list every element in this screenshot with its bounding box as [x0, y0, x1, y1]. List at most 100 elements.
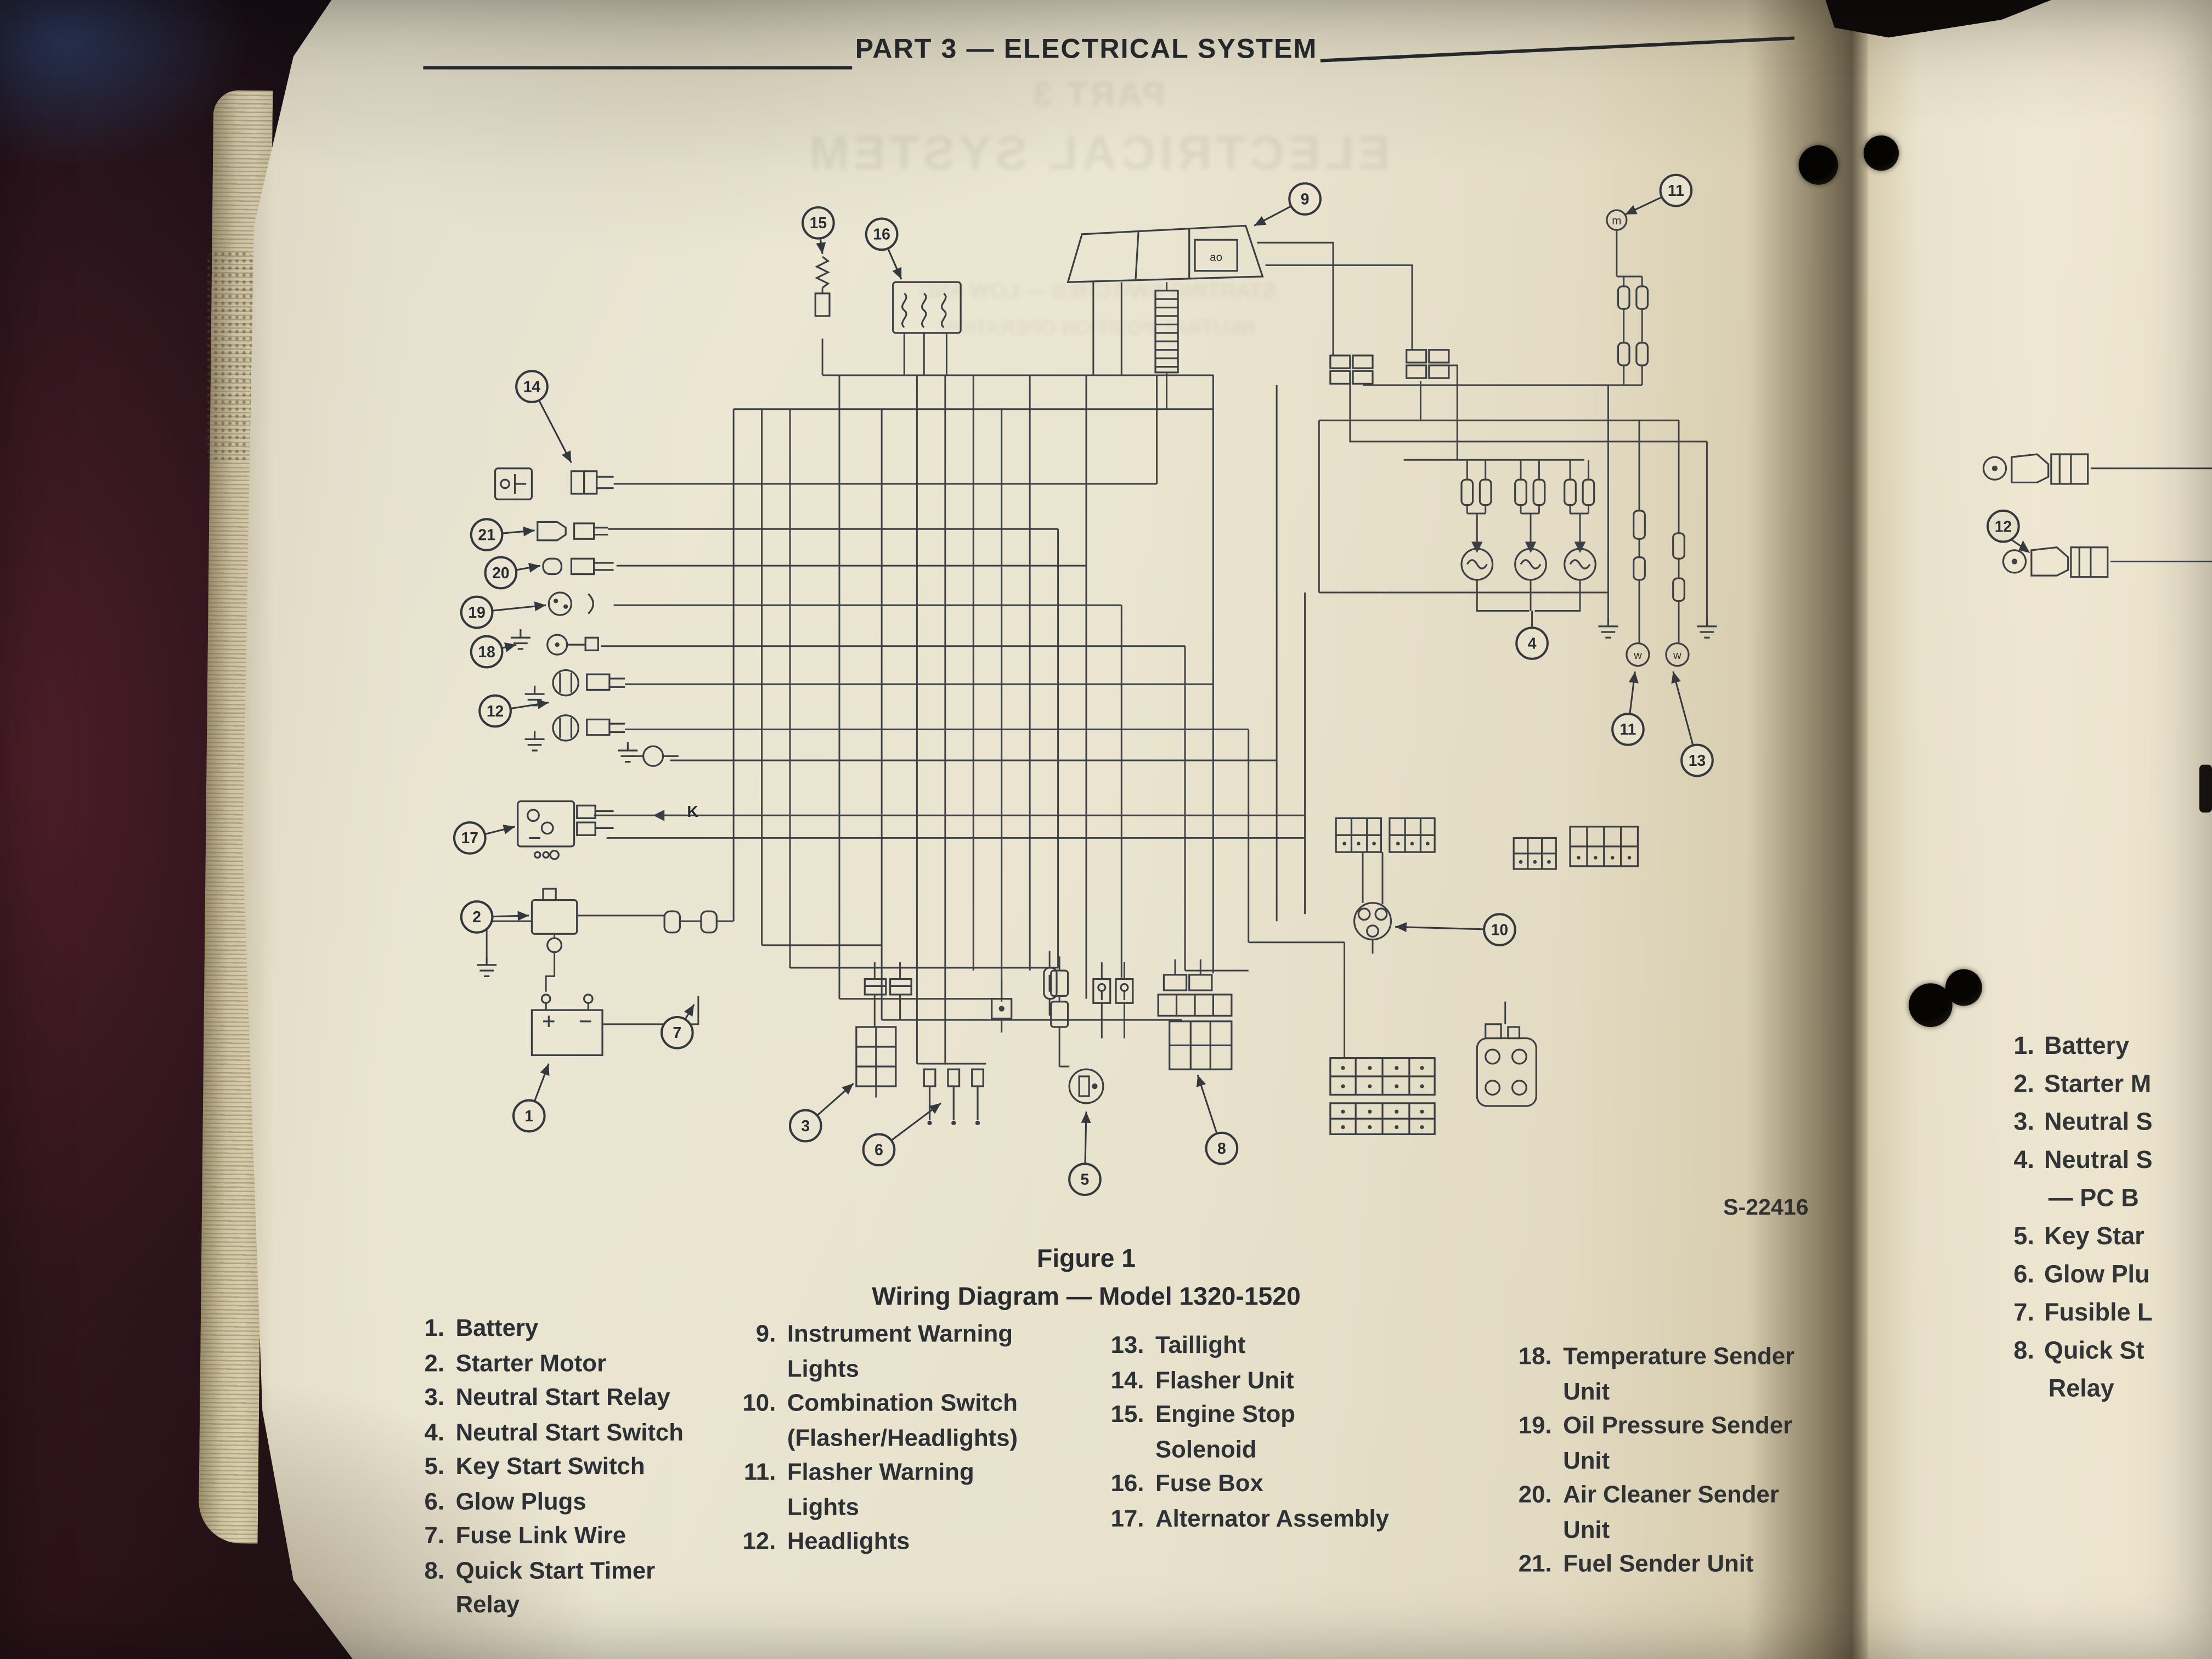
legend-item: 14.Flasher Unit [1110, 1366, 1294, 1393]
legend-item: 10.Combination Switch(Flasher/Headlights… [742, 1389, 1018, 1451]
callout-13-number: 13 [1689, 752, 1706, 769]
drawing-number: S-22416 [1723, 1196, 1809, 1221]
callout-14 [515, 370, 549, 403]
callout-21-number: 21 [478, 526, 495, 543]
callout-12-number: 12 [487, 702, 504, 720]
legend-item: 7.Fuse Link Wire [424, 1522, 627, 1549]
callout-12-number: 12 [1995, 517, 2012, 535]
legend-item: 5.Key Start Switch [424, 1453, 645, 1480]
legend-item: 17.Alternator Assembly [1110, 1504, 1389, 1532]
cluster-label: ao [1210, 251, 1222, 264]
components: ao m [477, 209, 1717, 1136]
right-page-list-item: 5.Key Star [2013, 1221, 2145, 1250]
m-label: m [1612, 215, 1621, 227]
callout-5 [1068, 1163, 1102, 1197]
callout-13 [1680, 743, 1714, 777]
callout-20-number: 20 [492, 564, 509, 582]
callout-1 [512, 1099, 546, 1133]
right-page-diagram-fragment: 12 [1982, 453, 2212, 578]
legend-item: 6.Glow Plugs [424, 1487, 586, 1515]
manual-right-page: 12 1.Battery 2.Starter M 3.Neutral S 4.Neut… [1850, 0, 2212, 1659]
callout-1-number: 1 [524, 1107, 533, 1125]
right-page-list: 1.Battery 2.Starter M 3.Neutral S 4.Neutral… [2000, 1027, 2212, 1408]
callout-12 [478, 694, 512, 728]
callout-7-number: 7 [673, 1024, 681, 1041]
callout-19-number: 19 [468, 603, 485, 621]
binder-hole [1798, 145, 1838, 185]
right-page-list-item: 8.Quick St [2013, 1336, 2145, 1364]
right-page-shading [1850, 0, 2212, 1659]
callout-16-number: 16 [873, 225, 890, 243]
right-page-list-item: 3.Neutral S [2013, 1107, 2153, 1136]
header-rules [423, 36, 1795, 70]
legend-item: 4.Neutral Start Switch [424, 1418, 684, 1446]
callout-3 [788, 1109, 822, 1143]
callout-19 [460, 595, 494, 629]
right-page-list-item: 1.Battery [2013, 1031, 2130, 1060]
legend-item: 3.Neutral Start Relay [424, 1384, 670, 1411]
callout-21 [470, 518, 504, 551]
page-stack-texture [206, 251, 254, 463]
callout-11 [1659, 173, 1693, 207]
callout-2 [460, 900, 494, 934]
callout-6 [862, 1133, 896, 1167]
callout-18 [470, 635, 504, 669]
w-label: w [1633, 649, 1642, 662]
edge-dark-mark [2199, 764, 2212, 813]
right-page-list-item: 2.Starter M [2013, 1069, 2152, 1098]
right-page-list-item: 7.Fusible L [2013, 1297, 2153, 1327]
callout-2-number: 2 [472, 908, 481, 926]
binder-hole [1945, 969, 1982, 1006]
callout-16 [865, 217, 899, 251]
figure-subtitle: Wiring Diagram — Model 1320-1520 [872, 1282, 1301, 1311]
callout-9 [1288, 182, 1322, 216]
callout-18-number: 18 [478, 643, 495, 661]
callout-4 [1515, 627, 1549, 660]
callout-17 [453, 821, 487, 855]
figure-title: Figure 1 [1036, 1244, 1136, 1273]
callout-8 [1205, 1131, 1239, 1165]
callout-9-number: 9 [1301, 190, 1310, 207]
legend-item: 12.Headlights [742, 1527, 910, 1555]
binder-hole [1863, 135, 1899, 171]
callout-10-number: 10 [1491, 921, 1508, 938]
binder-hole [1909, 983, 1953, 1027]
w-label: w [1673, 649, 1681, 662]
callout-12 [1987, 509, 2020, 543]
legend-item: 2.Starter Motor [424, 1349, 607, 1376]
legend-column-3: 13.Taillight 14.Flasher Unit 15.Engine Sto… [1102, 1329, 1482, 1536]
legend-item: 21.Fuel Sender Unit [1518, 1550, 1754, 1577]
wiring-diagram: ao m [453, 173, 1717, 1197]
legend-item: 13.Taillight [1110, 1331, 1246, 1359]
callout-10 [1483, 913, 1516, 946]
manual-left-page: PART 3 ELECTRICAL SYSTEM STARTING SWITCH… [242, 0, 1854, 1659]
callout-15-number: 15 [810, 214, 827, 232]
callout-3-number: 3 [801, 1117, 810, 1135]
callout-11-number: 11 [1668, 182, 1684, 199]
callout-4-number: 4 [1528, 634, 1537, 652]
callout-11-number: 11 [1620, 720, 1636, 738]
callout-7 [660, 1015, 694, 1049]
k-label: K [687, 803, 698, 820]
page-title: PART 3 — ELECTRICAL SYSTEM [855, 33, 1318, 65]
callout-15 [802, 206, 835, 240]
right-page-list-item: 4.Neutral S [2013, 1146, 2153, 1174]
callout-5-number: 5 [1081, 1170, 1090, 1188]
callout-6-number: 6 [874, 1141, 883, 1158]
callout-20 [484, 556, 518, 590]
callout-8-number: 8 [1217, 1139, 1226, 1157]
wires [486, 230, 1708, 1098]
right-page-list-item: 6.Glow Plu [2013, 1260, 2150, 1288]
